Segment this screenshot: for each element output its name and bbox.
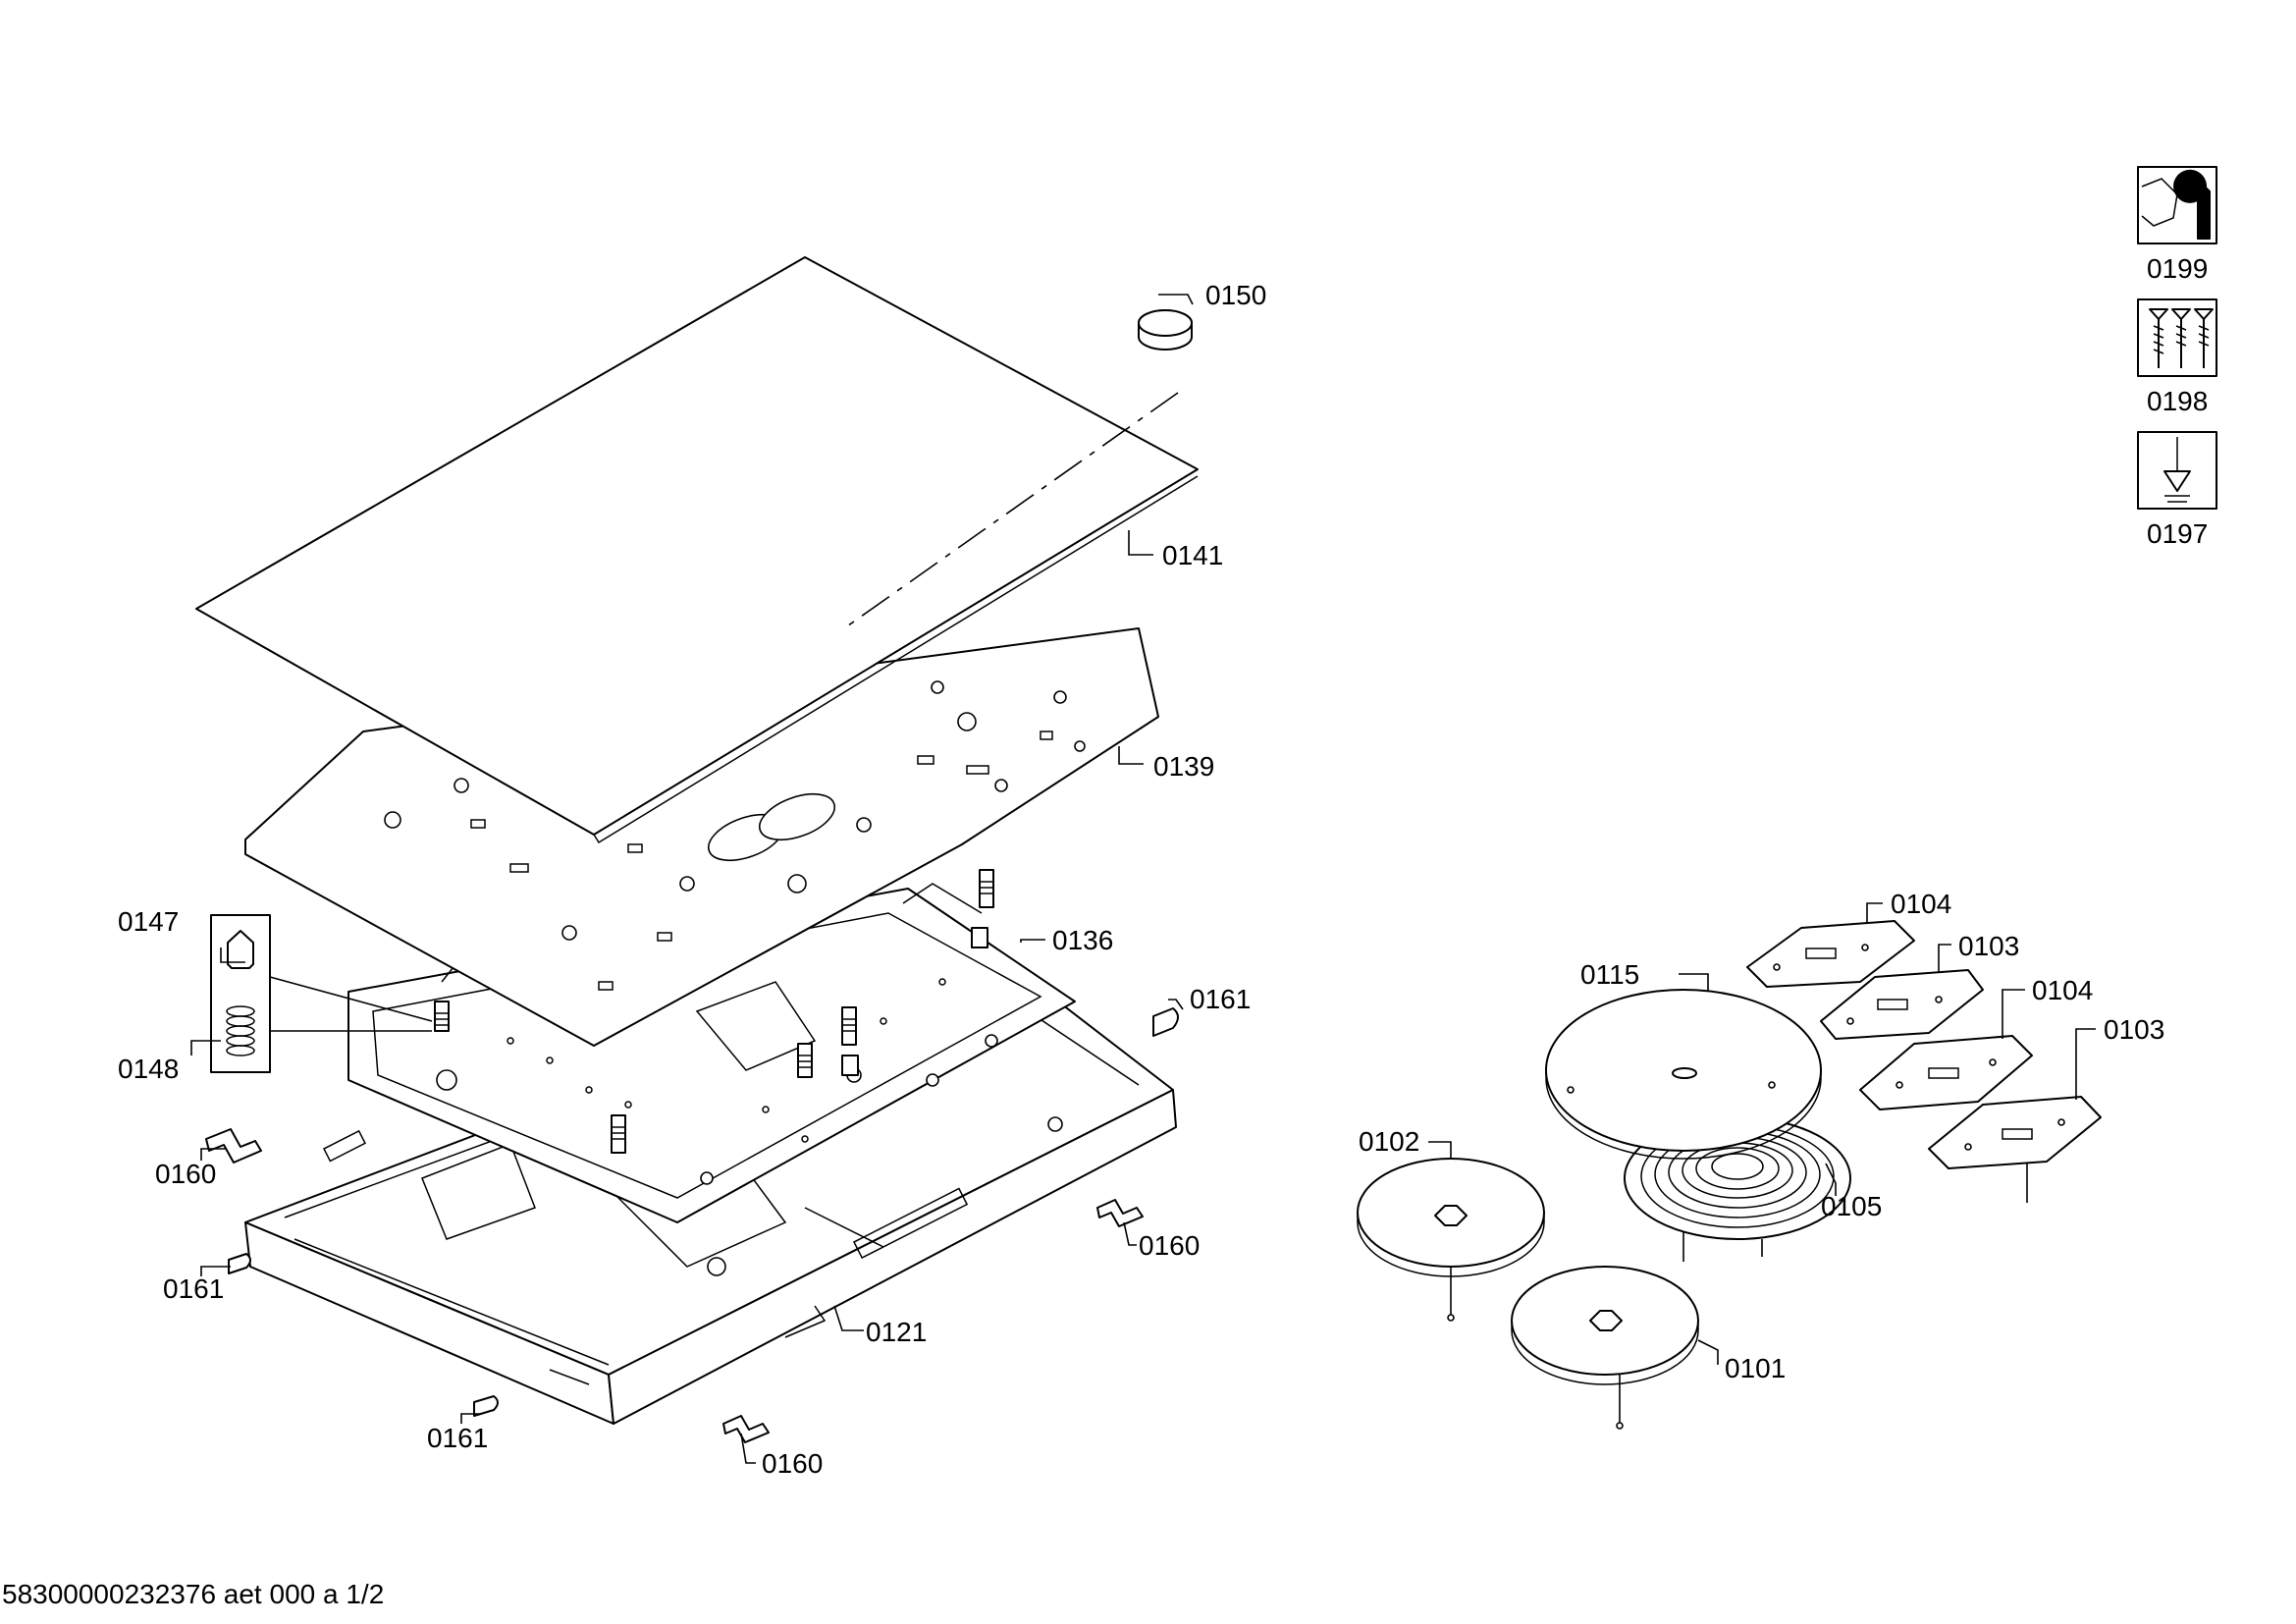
round-zone-0102 [1357,1158,1545,1322]
part-labels: 0150 0141 0139 0136 0147 0148 0161 0160 … [118,253,2208,1479]
label-0199: 0199 [2147,253,2208,284]
pin-0161-b [228,1253,251,1274]
label-0147: 0147 [118,906,179,937]
clip-0160-b [1096,1199,1144,1227]
label-0161-c: 0161 [427,1423,488,1453]
label-0115: 0115 [1580,959,1639,990]
clip-0160-c [722,1415,770,1443]
label-0160-c: 0160 [762,1448,823,1479]
label-0160-b: 0160 [1139,1230,1200,1261]
spring-posts [434,869,994,1154]
label-0101: 0101 [1725,1353,1786,1383]
label-0141: 0141 [1162,540,1223,570]
wrench-nut-icon [2137,166,2217,244]
leader-lines-right [1428,902,2096,1365]
label-0105: 0105 [1821,1191,1882,1221]
control-knob [1138,309,1193,351]
label-0121: 0121 [866,1317,927,1347]
label-0148: 0148 [118,1054,179,1084]
label-0161-a: 0161 [1190,984,1251,1014]
oval-zone-0103-b [1928,1096,2102,1203]
label-0102: 0102 [1359,1126,1419,1157]
round-zone-0101 [1511,1266,1699,1430]
oval-zone-0103-a [1820,969,1984,1040]
heat-shield-disc [1545,989,1822,1160]
oval-zone-0104-b [1859,1035,2033,1110]
label-0136: 0136 [1052,925,1113,955]
label-0161-b: 0161 [163,1273,224,1304]
screwdriver-icon [2137,431,2217,510]
spring-detail-box [210,914,433,1073]
label-0104-a: 0104 [1891,889,1951,919]
oval-zone-0104-a [1746,920,1915,988]
label-0103-a: 0103 [1958,931,2019,961]
glass-ceramic-top [195,256,1199,844]
leader-lines-left [190,294,1194,1464]
label-0198: 0198 [2147,386,2208,416]
label-0139: 0139 [1153,751,1214,782]
label-0150: 0150 [1205,280,1266,310]
pin-0161-c [473,1395,499,1417]
pin-0161-a [1152,1007,1179,1037]
label-0197: 0197 [2147,518,2208,549]
document-footer: 58300000232376 aet 000 a 1/2 [2,1579,384,1609]
label-0104-b: 0104 [2032,975,2093,1005]
screws-icon [2137,298,2217,377]
label-0160-a: 0160 [155,1159,216,1189]
label-0103-b: 0103 [2104,1014,2164,1045]
clip-0160-a [205,1128,262,1164]
